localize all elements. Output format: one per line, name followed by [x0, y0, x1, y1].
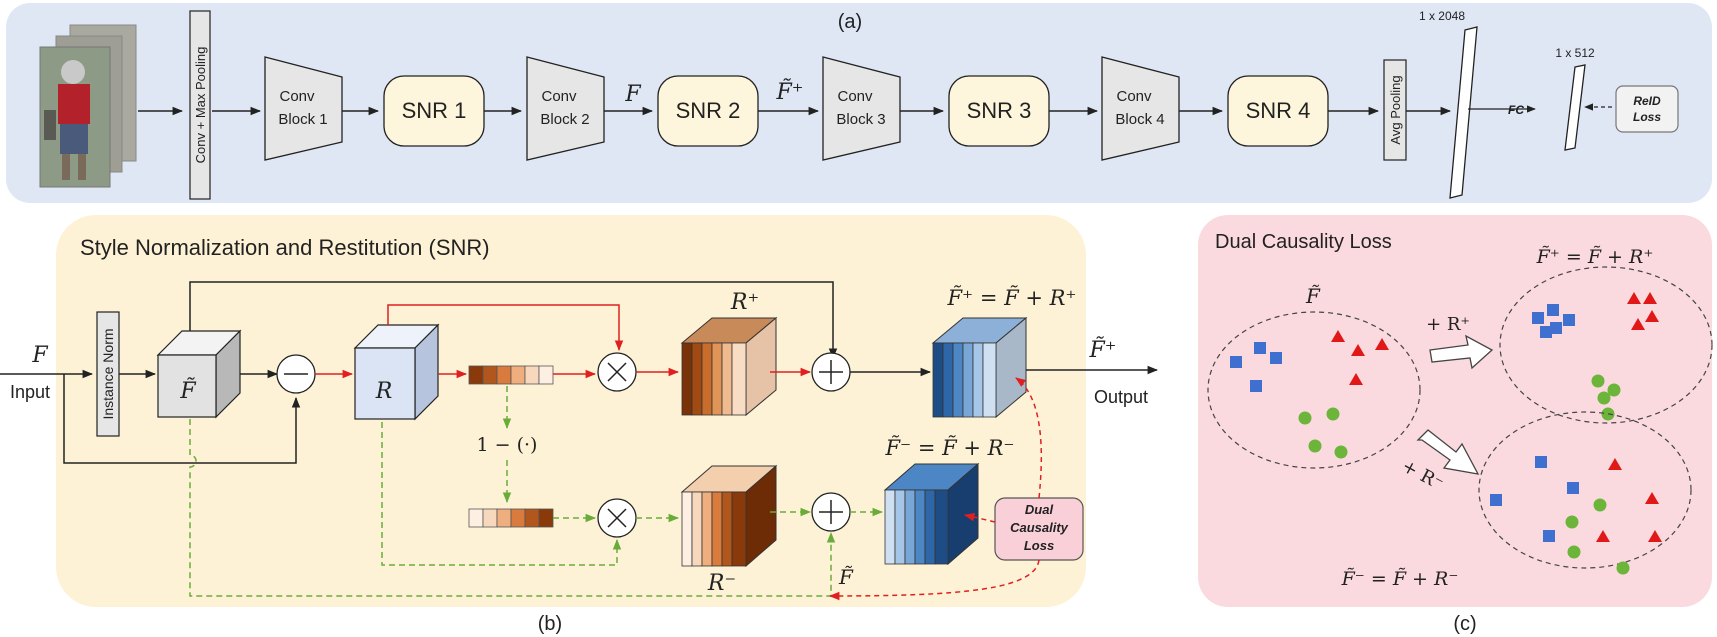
conv-block-1-label-2: Block 1 [278, 111, 327, 128]
conv-block-2 [526, 56, 605, 161]
f-tilde-cluster [1207, 311, 1421, 469]
f-tilde-plus-label: F̃⁺ [776, 79, 804, 105]
conv-block-3 [822, 56, 901, 161]
panel-b-label: (b) [538, 613, 562, 635]
dcl-f-tilde-label: F̃ [1305, 284, 1321, 308]
one-minus-operation: 1 − (·) [477, 434, 538, 456]
snr-3-label: SNR 3 [967, 98, 1032, 123]
conv-block-4 [1101, 56, 1180, 161]
conv-block-3-label-2: Block 3 [836, 111, 885, 128]
attention-vector-bottom [468, 508, 554, 528]
snr-title: Style Normalization and Restitution (SNR… [80, 235, 490, 260]
reid-loss-label-2: Loss [1633, 110, 1661, 124]
avg-pooling-label: Avg Pooling [1388, 75, 1403, 144]
dcl-box-label-2: Causality [1010, 520, 1069, 535]
f-tilde-minus-feature-stack [883, 462, 980, 566]
r-to-multiply-bottom-path [381, 422, 622, 566]
dcl-f-minus-equation: F̃⁻ = F̃ + R⁻ [1341, 568, 1459, 590]
reid-loss-box [1615, 85, 1679, 133]
f-tilde-plus-cluster [1499, 266, 1713, 424]
avg-pooling-layer [1383, 59, 1407, 161]
f-feature-label: F [624, 82, 641, 107]
feature-vector-512 [1564, 64, 1586, 151]
panel-c-label: (c) [1453, 613, 1476, 635]
output-f-label: F̃⁺ [1089, 337, 1117, 363]
pedestrian-image-stack [39, 24, 137, 188]
conv-block-2-label-1: Conv [541, 88, 577, 105]
r-cube-label: R [375, 379, 393, 404]
fc-label: FC [1508, 103, 1524, 117]
dcl-plus-r-plus-label: + R⁺ [1426, 314, 1470, 335]
reid-loss-label-1: ReID [1633, 94, 1661, 108]
conv-block-4-label-1: Conv [1116, 88, 1152, 105]
dcl-box-label-3: Loss [1024, 538, 1054, 553]
f-tilde-cube [156, 329, 242, 419]
feature-vector-2048 [1449, 26, 1478, 199]
f-tilde-plus-equation: F̃⁺ = F̃ + R⁺ [946, 286, 1076, 310]
input-label: Input [10, 382, 50, 402]
instance-norm-label: Instance Norm [100, 328, 116, 419]
attention-vector-top [468, 365, 554, 385]
conv-maxpool-layer [189, 10, 211, 200]
conv-block-4-label-2: Block 4 [1115, 111, 1164, 128]
f-tilde-cluster-points [1230, 330, 1389, 459]
f-tilde-minus-cluster [1478, 411, 1692, 569]
f-tilde-cube-label: F̃ [179, 378, 196, 404]
conv-maxpool-label: Conv + Max Pooling [193, 47, 208, 164]
r-plus-label: R⁺ [730, 290, 759, 315]
input-f-label: F [31, 343, 48, 368]
residual-skip-path [189, 281, 838, 360]
dim-512-label: 1 x 512 [1555, 46, 1595, 60]
dcl-to-f-tilde-path [828, 559, 1040, 601]
snr-1-label: SNR 1 [402, 98, 467, 123]
dcl-to-f-plus-path [1015, 377, 1043, 499]
dcl-f-plus-equation: F̃⁺ = F̃ + R⁺ [1536, 246, 1654, 268]
conv-block-1 [264, 56, 343, 161]
r-minus-hollow-arrow [1416, 429, 1480, 475]
input-skip-path [63, 374, 301, 464]
dim-2048-label: 1 x 2048 [1419, 9, 1465, 23]
conv-block-2-label-2: Block 2 [540, 111, 589, 128]
r-plus-hollow-arrow [1429, 334, 1494, 370]
conv-block-3-label-1: Conv [837, 88, 873, 105]
snr-2-label: SNR 2 [676, 98, 741, 123]
r-minus-label: R⁻ [707, 571, 736, 596]
r-to-multiply-path [387, 304, 624, 352]
panel-a-label: (a) [838, 11, 862, 33]
panel-c-background [1198, 215, 1712, 607]
f-tilde-plus-feature-stack [931, 316, 1028, 419]
f-tilde-minus-cluster-points [1490, 456, 1662, 575]
f-tilde-minus-equation: F̃⁻ = F̃ + R⁻ [884, 436, 1014, 460]
r-minus-feature-stack [680, 464, 778, 568]
output-label: Output [1094, 387, 1148, 407]
f-tilde-bottom-label: F̃ [838, 565, 854, 589]
conv-block-1-label-1: Conv [279, 88, 315, 105]
dcl-title: Dual Causality Loss [1215, 231, 1392, 253]
dcl-box-label-1: Dual [1025, 502, 1054, 517]
r-plus-feature-stack [680, 316, 778, 417]
blurred-face [61, 60, 85, 84]
r-cube [353, 323, 440, 421]
f-tilde-plus-cluster-points [1532, 292, 1659, 421]
snr-4-label: SNR 4 [1246, 98, 1311, 123]
